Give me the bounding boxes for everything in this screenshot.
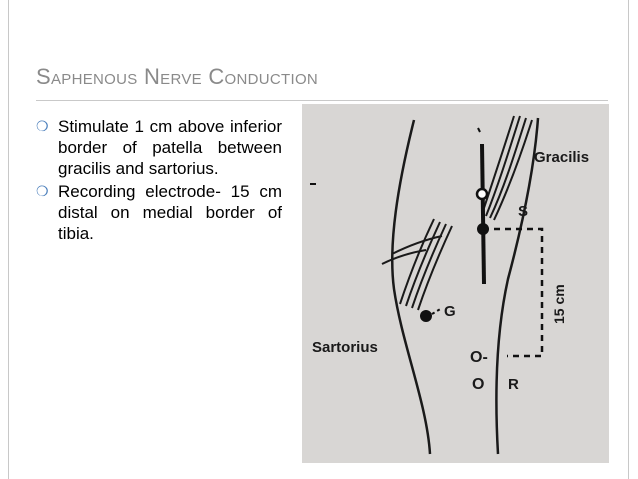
slide-frame-right [628, 0, 629, 479]
slide-frame-left [8, 0, 9, 479]
bullet-text: Stimulate 1 cm above inferior border of … [58, 117, 282, 178]
label-r: R [508, 376, 519, 393]
ground-electrode [420, 310, 432, 322]
label-s: S [518, 203, 528, 220]
gracilis-strand [485, 115, 521, 217]
sartorius-strand [405, 221, 441, 307]
edge-mark [477, 127, 481, 133]
bullet-text: Recording electrode- 15 cm distal on med… [58, 182, 282, 243]
label-gracilis: Gracilis [534, 149, 589, 166]
tendon-curve [391, 235, 443, 255]
bullet-marker-icon: ❍ [36, 118, 49, 134]
gracilis-strand [493, 119, 533, 221]
ground-lead [431, 307, 443, 315]
bullet-list: ❍ Stimulate 1 cm above inferior border o… [36, 116, 282, 246]
sartorius-strand [411, 223, 447, 309]
slide-title: Saphenous Nerve Conduction [36, 64, 319, 89]
gracilis-strand [481, 115, 515, 215]
title-divider [36, 100, 608, 101]
tendon-curve [381, 249, 427, 265]
label-o-upper: O- [470, 349, 488, 366]
sartorius-strand [399, 218, 435, 305]
bullet-marker-icon: ❍ [36, 183, 49, 199]
sartorius-strand [417, 225, 453, 311]
label-sartorius: Sartorius [312, 339, 378, 356]
nerve-conduction-diagram: Gracilis S 15 cm G Sartorius O- O R [302, 104, 609, 463]
measurement-line [483, 227, 544, 358]
label-15cm: 15 cm [551, 284, 567, 324]
label-o-lower: O [472, 376, 484, 393]
gracilis-strand [489, 117, 527, 219]
saphenous-nerve [480, 143, 486, 285]
bullet-item: ❍ Stimulate 1 cm above inferior border o… [36, 116, 282, 179]
diagram-svg: Gracilis S 15 cm G Sartorius O- O R [310, 115, 589, 455]
stim-point-upper [475, 187, 489, 201]
label-g: G [444, 303, 456, 320]
leg-outline-right [495, 117, 540, 455]
leg-outline-left [390, 119, 432, 455]
bullet-item: ❍ Recording electrode- 15 cm distal on m… [36, 181, 282, 244]
